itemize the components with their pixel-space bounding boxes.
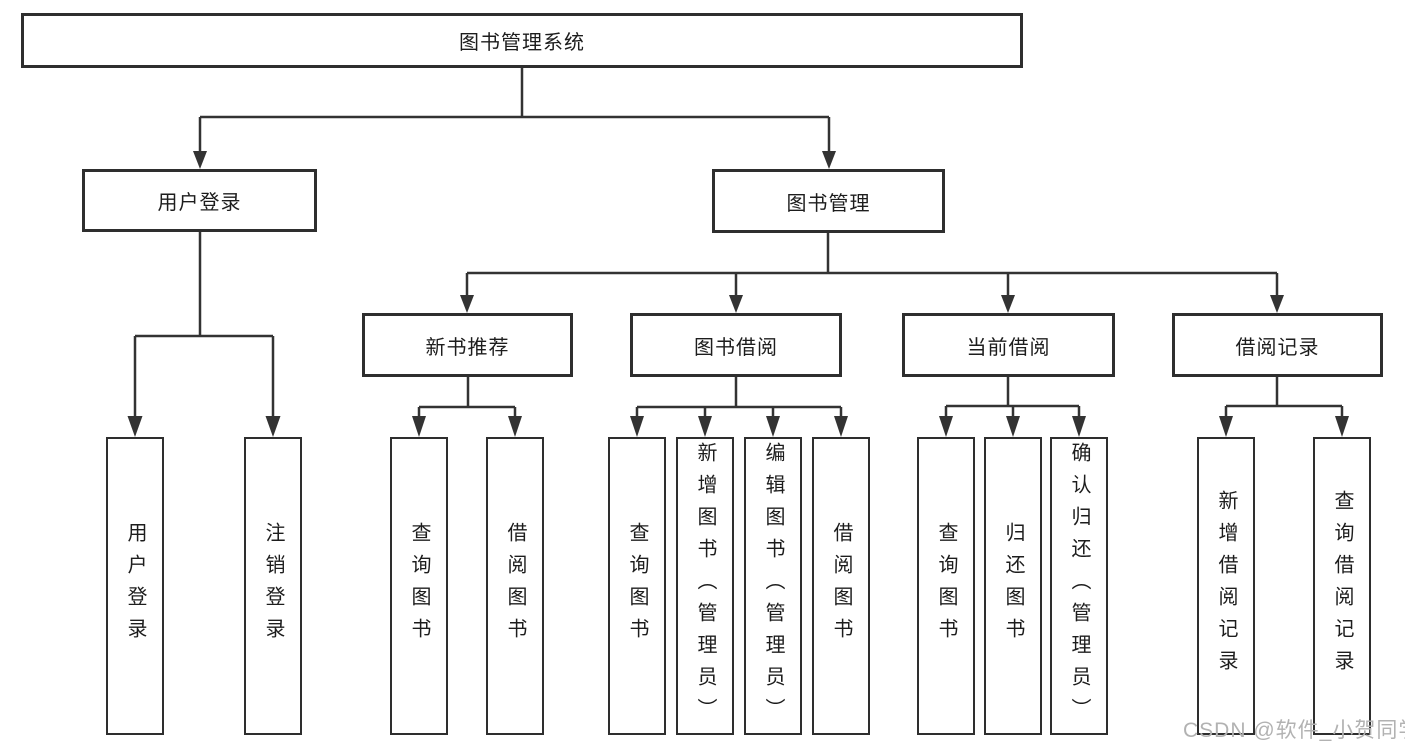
leaf-label: 用户登录 bbox=[124, 522, 146, 650]
leaf-borrow-query-books: 查询图书 bbox=[608, 437, 666, 735]
leaf-borrow-borrow-books: 借阅图书 bbox=[812, 437, 870, 735]
leaf-current-return-books: 归还图书 bbox=[984, 437, 1042, 735]
node-label: 图书管理系统 bbox=[459, 32, 585, 54]
leaf-label: 新增图书（管理员） bbox=[694, 442, 716, 730]
leaf-label: 归还图书 bbox=[1002, 522, 1024, 650]
leaf-label: 借阅图书 bbox=[504, 522, 526, 650]
leaf-label: 查询图书 bbox=[935, 522, 957, 650]
csdn-watermark: CSDN @软件_小贺同学 bbox=[1183, 719, 1405, 742]
leaf-label: 查询图书 bbox=[626, 522, 648, 650]
leaf-label: 编辑图书（管理员） bbox=[762, 442, 784, 730]
arrowheads bbox=[127, 151, 1349, 437]
node-borrowing-records: 借阅记录 bbox=[1172, 313, 1383, 377]
node-book-borrowing: 图书借阅 bbox=[630, 313, 842, 377]
leaf-borrow-add-books-admin: 新增图书（管理员） bbox=[676, 437, 734, 735]
leaf-logout: 注销登录 bbox=[244, 437, 302, 735]
node-new-book-recommend: 新书推荐 bbox=[362, 313, 573, 377]
leaf-newbook-borrow-books: 借阅图书 bbox=[486, 437, 544, 735]
leaf-current-confirm-return-admin: 确认归还（管理员） bbox=[1050, 437, 1108, 735]
leaf-label: 借阅图书 bbox=[830, 522, 852, 650]
node-label: 用户登录 bbox=[157, 192, 242, 214]
leaf-label: 查询借阅记录 bbox=[1331, 490, 1353, 682]
node-label: 当前借阅 bbox=[966, 336, 1051, 359]
node-current-borrowing: 当前借阅 bbox=[902, 313, 1115, 377]
node-label: 图书借阅 bbox=[694, 336, 778, 359]
node-label: 图书管理 bbox=[786, 192, 871, 215]
leaf-records-query-record: 查询借阅记录 bbox=[1313, 437, 1371, 735]
leaf-label: 新增借阅记录 bbox=[1215, 490, 1237, 682]
leaf-newbook-query-books: 查询图书 bbox=[390, 437, 448, 735]
node-user-login: 用户登录 bbox=[82, 169, 317, 232]
node-label: 借阅记录 bbox=[1235, 336, 1320, 359]
node-library-management-system: 图书管理系统 bbox=[21, 13, 1023, 68]
node-book-management: 图书管理 bbox=[712, 169, 945, 233]
leaf-label: 确认归还（管理员） bbox=[1068, 442, 1090, 730]
leaf-records-add-record: 新增借阅记录 bbox=[1197, 437, 1255, 735]
leaf-label: 注销登录 bbox=[262, 522, 284, 650]
leaf-user-login: 用户登录 bbox=[106, 437, 164, 735]
leaf-borrow-edit-books-admin: 编辑图书（管理员） bbox=[744, 437, 802, 735]
leaf-current-query-books: 查询图书 bbox=[917, 437, 975, 735]
node-label: 新书推荐 bbox=[425, 336, 510, 359]
leaf-label: 查询图书 bbox=[408, 522, 430, 650]
